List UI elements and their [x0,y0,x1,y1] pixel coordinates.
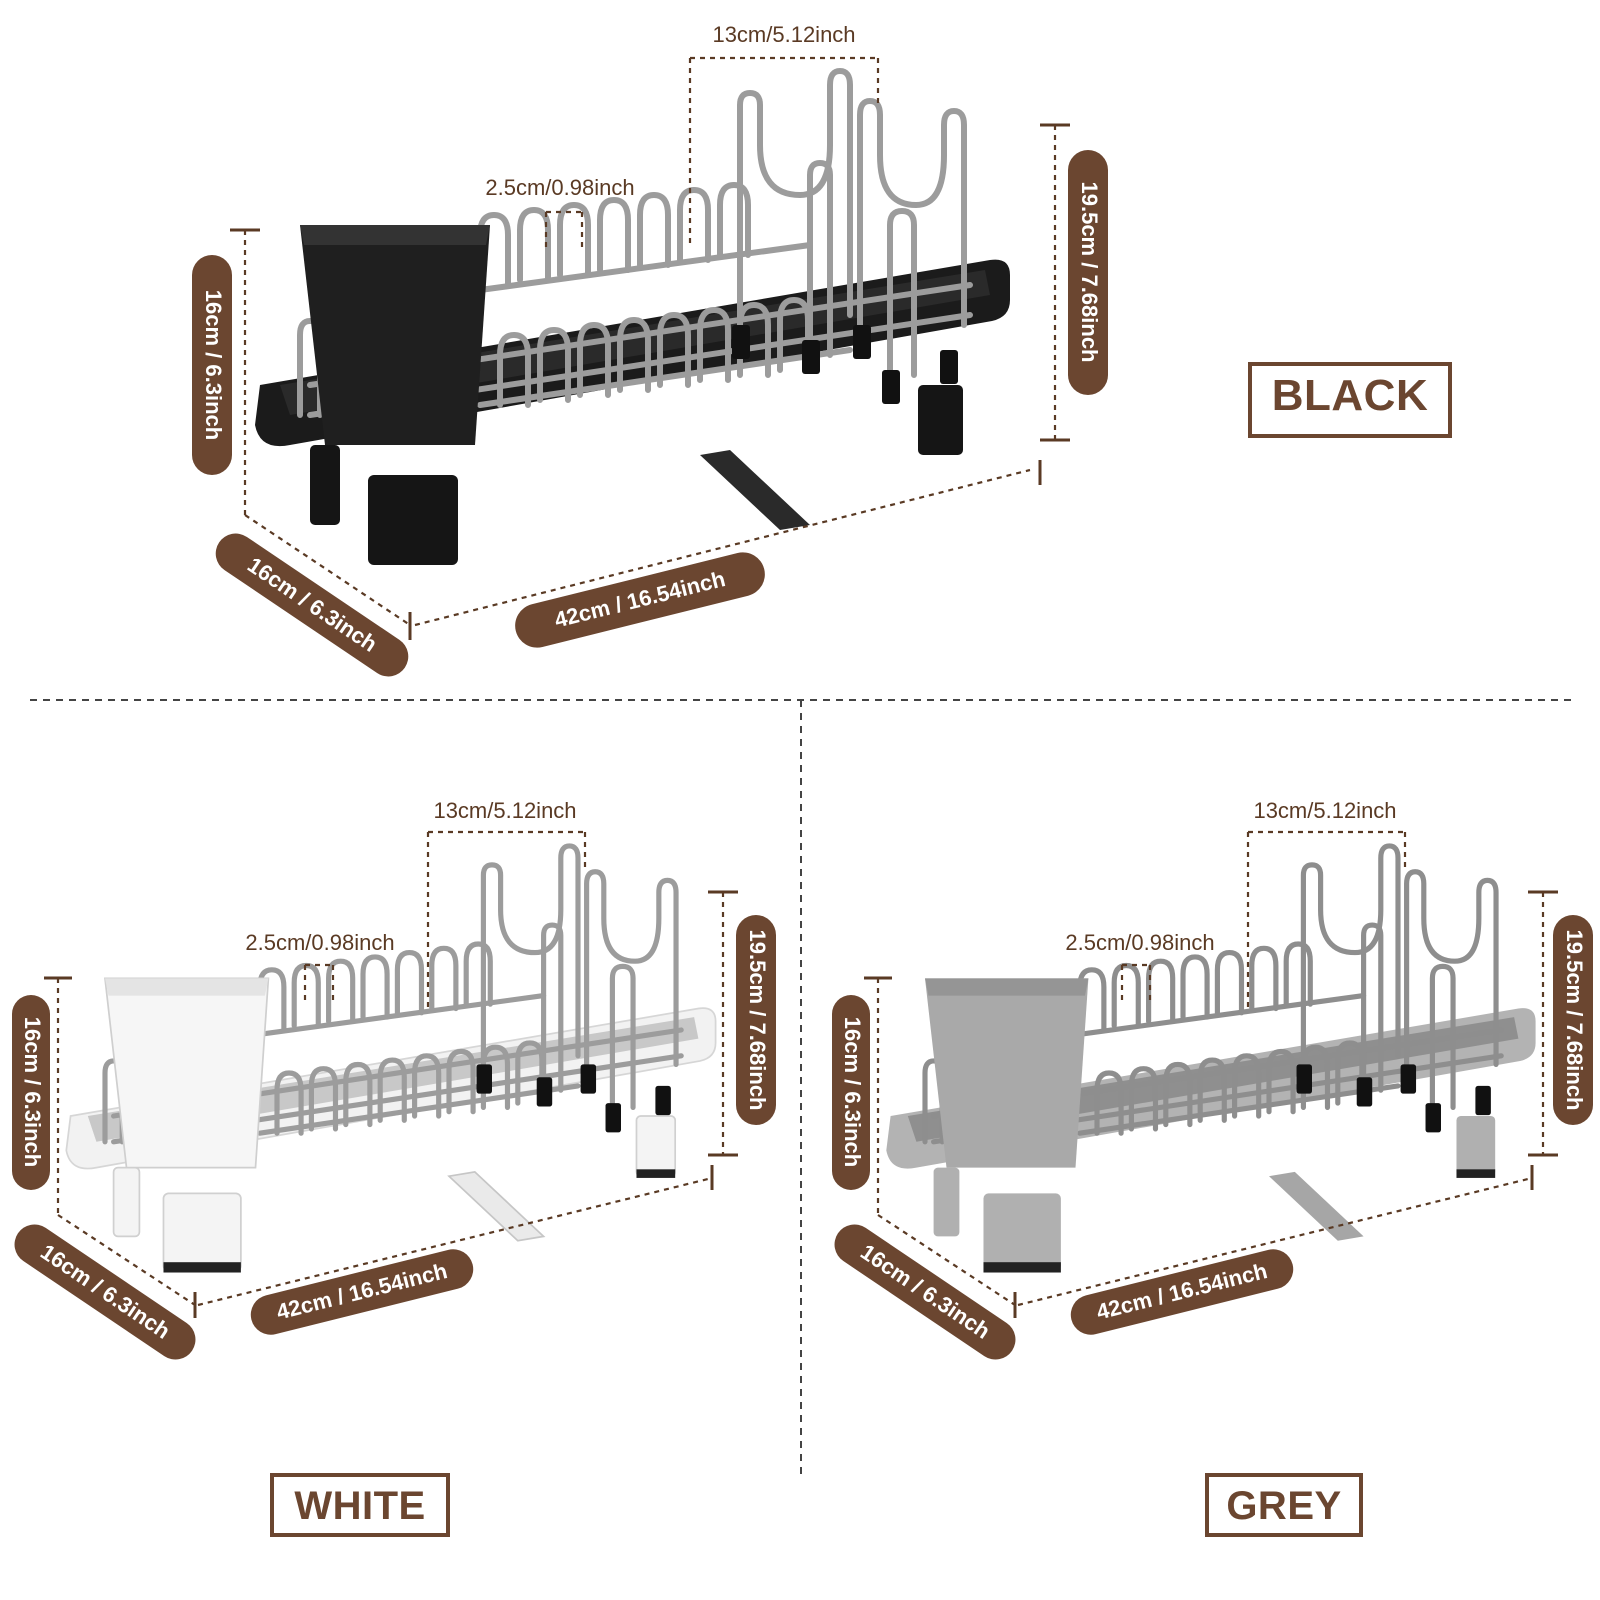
black-dimension-lines [243,56,1057,627]
variant-label-black: BLACK [1248,362,1452,438]
grey-height-label: 19.5cm / 7.68inch [1562,930,1587,1111]
white-height-label: 19.5cm / 7.68inch [745,930,770,1111]
grey-holder-width-label: 13cm/5.12inch [1253,798,1396,823]
black-holder-width-label: 13cm/5.12inch [712,22,855,47]
variant-label-white: WHITE [270,1473,450,1537]
grey-slot-gap-label: 2.5cm/0.98inch [1065,930,1214,955]
black-side-height-label: 16cm / 6.3inch [201,290,226,440]
grey-depth-label: 16cm / 6.3inch [856,1239,995,1344]
grey-utensil-holder [925,978,1089,1168]
white-leg [162,1192,242,1272]
white-side-height-label: 16cm / 6.3inch [20,1017,45,1167]
white-side-height-pill: 16cm / 6.3inch [12,995,50,1190]
white-depth-label: 16cm / 6.3inch [36,1239,175,1344]
white-rack-illustration [65,846,717,1273]
white-dimension-lines [56,830,725,1307]
grey-height-pill: 19.5cm / 7.68inch [1553,915,1593,1125]
black-length-pill: 42cm / 16.54inch [515,552,765,648]
white-holder-width-label: 13cm/5.12inch [433,798,576,823]
grey-side-height-label: 16cm / 6.3inch [840,1017,865,1167]
grey-side-height-pill: 16cm / 6.3inch [832,995,870,1190]
grey-dimension-lines [876,830,1545,1307]
white-length-pill: 42cm / 16.54inch [250,1249,474,1335]
grey-leg [983,1193,1061,1271]
section-dividers [30,699,1575,1475]
black-side-height-pill: 16cm / 6.3inch [192,255,232,475]
black-depth-label: 16cm / 6.3inch [243,552,382,657]
black-height-pill: 19.5cm / 7.68inch [1068,150,1108,395]
black-utensil-holder [300,225,490,445]
black-spout [700,450,810,530]
black-height-label: 19.5cm / 7.68inch [1077,182,1102,363]
grey-spout [1269,1171,1364,1241]
black-leg [368,475,458,565]
grey-length-pill: 42cm / 16.54inch [1070,1249,1294,1335]
variant-label-grey: GREY [1205,1473,1363,1537]
white-spout [447,1170,546,1242]
white-slot-gap-label: 2.5cm/0.98inch [245,930,394,955]
white-height-pill: 19.5cm / 7.68inch [736,915,776,1125]
grey-rack-illustration [886,846,1536,1273]
black-rack-illustration [255,71,1010,565]
white-utensil-holder [104,977,270,1169]
black-slot-gap-label: 2.5cm/0.98inch [485,175,634,200]
